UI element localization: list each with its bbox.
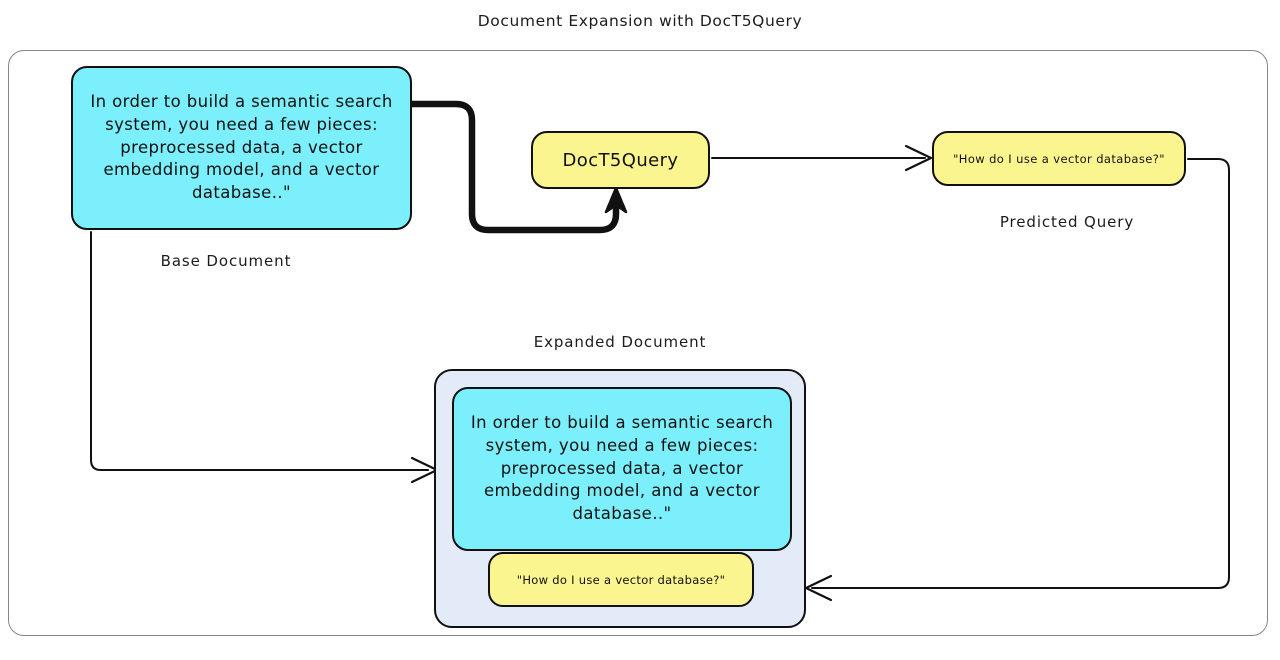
page-title: Document Expansion with DocT5Query xyxy=(477,12,803,30)
doct5query-model-node[interactable]: DocT5Query xyxy=(531,131,710,189)
predicted-query-caption: Predicted Query xyxy=(999,213,1135,231)
expanded-document-body[interactable]: In order to build a semantic search syst… xyxy=(452,387,792,551)
expanded-document-caption: Expanded Document xyxy=(533,333,707,351)
diagram-frame xyxy=(8,50,1268,636)
base-document-node[interactable]: In order to build a semantic search syst… xyxy=(71,66,412,230)
expanded-document-appended-query[interactable]: "How do I use a vector database?" xyxy=(488,552,754,607)
base-document-caption: Base Document xyxy=(160,252,292,270)
predicted-query-node[interactable]: "How do I use a vector database?" xyxy=(932,131,1186,186)
